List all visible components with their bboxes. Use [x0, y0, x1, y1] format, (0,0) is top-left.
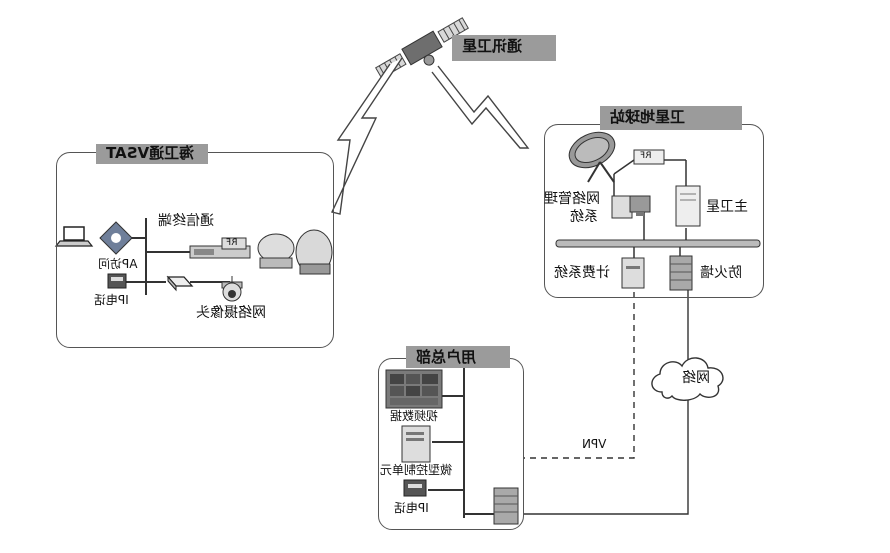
network-label: 网络	[682, 370, 710, 386]
billing-label: 计费系统	[554, 265, 610, 281]
encoder-icon	[166, 275, 194, 292]
vsat-dish-icon	[257, 229, 333, 275]
nms-label-line1: 网络管理	[544, 191, 600, 207]
terminal-label-text: 通信终端	[158, 213, 214, 229]
camera-label-text: 网络摄像头	[196, 305, 266, 321]
vsat-rf-label: RF	[226, 238, 238, 248]
master-label: 主卫星	[706, 199, 748, 215]
vpn-link	[524, 292, 635, 459]
rf-box-ground	[633, 149, 665, 165]
video-wall-icon	[385, 369, 443, 409]
firewall-label-text: 防火墙	[700, 265, 742, 281]
satellite-title: 通讯卫星	[452, 35, 556, 61]
camera-label: 网络摄像头	[196, 305, 266, 321]
satellite-title-text: 通讯卫星	[462, 37, 523, 55]
vpn-label-text: VPN	[582, 437, 607, 451]
internet-link	[524, 290, 689, 515]
hq-title: 用户总部	[406, 346, 510, 368]
ap-label: AP访问	[98, 257, 138, 271]
vsat-title: 海卫通VSAT	[96, 144, 208, 164]
video-label: 视频数据	[390, 409, 439, 423]
nms-computer-icon	[611, 195, 651, 219]
vsat-title-text: 海卫通VSAT	[106, 144, 195, 162]
cloud-icon	[651, 357, 724, 401]
vpn-label: VPN	[582, 437, 607, 451]
satellite-dish-icon	[568, 131, 616, 183]
billing-label-text: 计费系统	[554, 265, 610, 281]
ground-rf-label-text: RF	[640, 151, 652, 161]
hq-title-text: 用户总部	[416, 348, 477, 366]
ap-label-text: AP访问	[98, 257, 138, 271]
video-label-text: 视频数据	[390, 409, 439, 423]
firewall-label: 防火墙	[700, 265, 742, 281]
ground-station-title-text: 卫星地球站	[610, 108, 686, 126]
controller-label: 微型控制单元	[380, 463, 453, 477]
vsat-panel	[56, 152, 334, 348]
ip-phone-icon	[107, 273, 127, 289]
laptop-icon	[54, 226, 94, 247]
controller-server-icon	[401, 425, 431, 463]
camera-icon	[221, 276, 243, 302]
vsat-rf-label-text: RF	[226, 238, 238, 248]
controller-label-text: 微型控制单元	[380, 463, 453, 477]
ground-rf-label: RF	[640, 151, 652, 161]
access-point-icon	[99, 221, 133, 255]
nms-label: 网络管理 系统	[544, 190, 600, 226]
backbone-bar	[555, 239, 761, 248]
hq-ip-phone-icon	[403, 479, 427, 497]
master-server-icon	[675, 185, 701, 227]
vsat-ip-phone-label-text: IP电话	[94, 293, 129, 307]
master-label-text: 主卫星	[706, 199, 748, 215]
hq-ip-phone-label-text: IP电话	[394, 501, 429, 515]
hq-ip-phone-label: IP电话	[394, 501, 429, 515]
terminal-label: 通信终端	[158, 213, 214, 229]
rf-unit-icon	[221, 237, 247, 250]
firewall-icon	[669, 255, 693, 291]
billing-server-icon	[621, 257, 645, 289]
ground-station-title: 卫星地球站	[600, 106, 742, 130]
satellite-link-vsat	[331, 57, 403, 215]
network-label-text: 网络	[682, 370, 710, 386]
nms-label-line2: 系统	[570, 209, 598, 226]
vsat-ip-phone-label: IP电话	[94, 293, 129, 307]
hq-wiring	[428, 368, 494, 518]
satellite-link-ground	[431, 65, 530, 149]
